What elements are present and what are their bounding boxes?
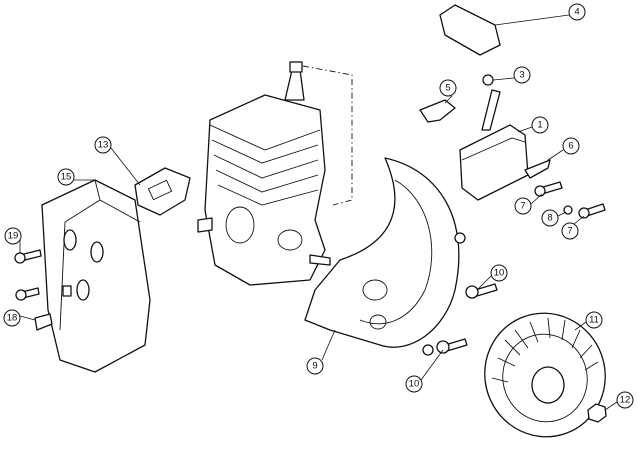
bracket-part (419, 99, 456, 123)
spring-part (482, 74, 494, 86)
leader-lines (19, 14, 618, 411)
callout-13: 13 (94, 136, 112, 154)
callout-18: 18 (3, 309, 21, 327)
svg-text:19: 19 (8, 231, 19, 242)
svg-text:5: 5 (445, 83, 450, 94)
callout-19: 19 (4, 227, 22, 245)
callout-5: 5 (439, 79, 457, 97)
fan-housing-part (304, 157, 466, 356)
muffler-part (41, 179, 151, 373)
svg-text:15: 15 (61, 172, 72, 183)
engine-part (197, 61, 331, 286)
callout-8: 8 (541, 209, 559, 227)
svg-text:10: 10 (494, 268, 505, 279)
svg-text:12: 12 (620, 395, 631, 406)
callout-10-upper: 10 (490, 264, 508, 282)
clip-part (524, 159, 551, 179)
callout-15: 15 (57, 168, 75, 186)
svg-text:9: 9 (312, 361, 317, 372)
gasket-part (134, 167, 191, 216)
callout-12: 12 (616, 391, 634, 409)
svg-text:1: 1 (537, 120, 542, 131)
svg-text:7: 7 (567, 226, 572, 237)
callout-6: 6 (562, 137, 580, 155)
cover-part (439, 4, 501, 56)
nut-part (587, 403, 607, 423)
svg-text:18: 18 (7, 313, 18, 324)
svg-text:6: 6 (568, 141, 573, 152)
callout-4: 4 (568, 3, 586, 21)
svg-text:4: 4 (574, 7, 579, 18)
callout-7-upper: 7 (514, 197, 532, 215)
callout-9: 9 (306, 357, 324, 375)
callout-1: 1 (531, 116, 549, 134)
svg-text:13: 13 (98, 140, 109, 151)
flywheel-part (484, 312, 606, 438)
callout-7-lower: 7 (561, 222, 579, 240)
callout-11: 11 (585, 311, 603, 329)
svg-text:8: 8 (547, 213, 552, 224)
svg-text:3: 3 (519, 70, 524, 81)
ignition-module-part (459, 89, 529, 201)
callout-3: 3 (513, 66, 531, 84)
svg-text:11: 11 (589, 315, 599, 326)
screws (14, 181, 606, 354)
callout-10-lower: 10 (405, 375, 423, 393)
svg-text:7: 7 (520, 201, 525, 212)
svg-text:10: 10 (409, 379, 420, 390)
